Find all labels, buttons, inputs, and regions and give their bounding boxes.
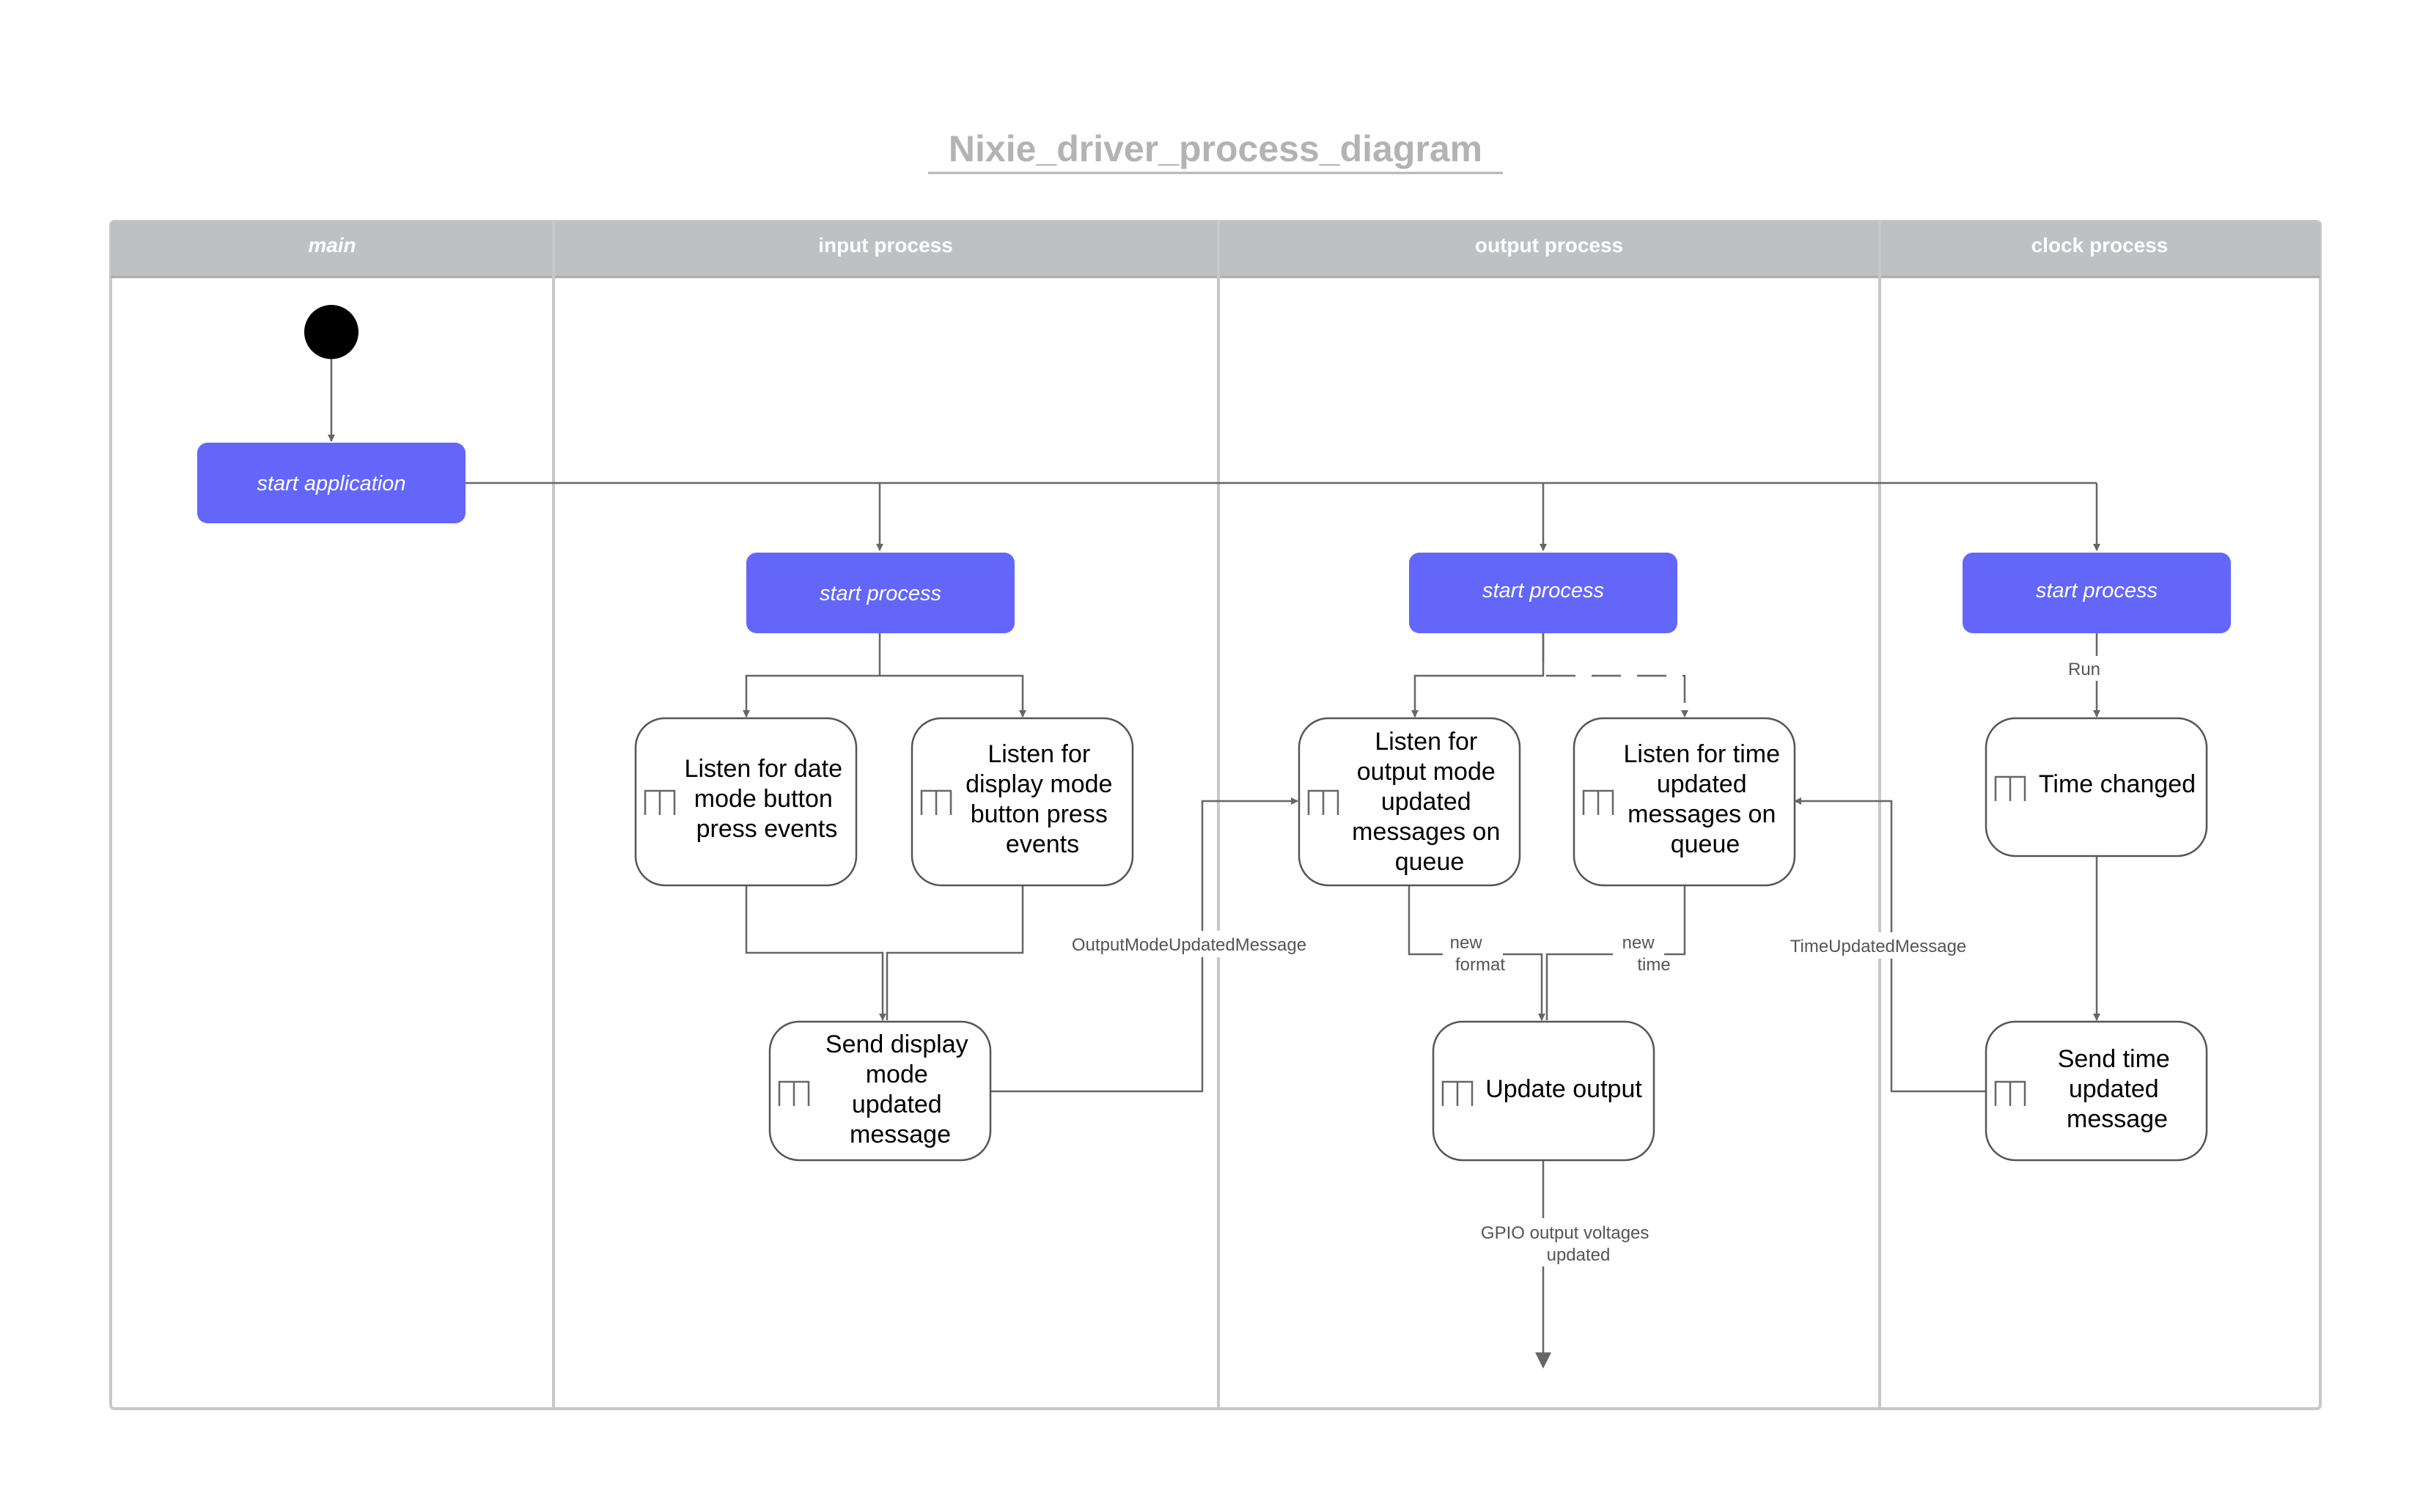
call-behavior-icon: [1994, 775, 2026, 801]
activity-label: Listen for time updated messages on queu…: [1624, 740, 1787, 858]
lane-label-output: output process: [1475, 234, 1623, 257]
activity-label: Listen for display mode button press eve…: [966, 740, 1119, 858]
diagram-title: Nixie_driver_process_diagram: [949, 128, 1482, 169]
call-behavior-icon: [1441, 1080, 1474, 1106]
activity-send-display-mode[interactable]: Send display mode updated message: [768, 1020, 992, 1162]
label-new-time: new time: [1622, 933, 1671, 975]
activity-label: Update output: [1485, 1075, 1642, 1103]
output-start-process-label: start process: [1482, 579, 1604, 602]
start-application-node[interactable]: start application: [197, 443, 466, 523]
activity-listen-display-mode[interactable]: Listen for display mode button press eve…: [911, 717, 1134, 887]
activity-label: Send display mode updated message: [825, 1030, 975, 1148]
call-behavior-icon: [920, 789, 952, 815]
edge-input-branch: [880, 674, 1026, 718]
activity-label: Listen for date mode button press events: [685, 755, 850, 843]
lane-label-main: main: [308, 234, 356, 257]
call-behavior-icon: [1307, 789, 1339, 815]
edges: [328, 359, 2100, 1369]
swimlane-pool: main input process output process clock …: [109, 220, 2322, 1410]
edge-labels: OutputModeUpdatedMessage new format new …: [1056, 656, 2104, 1266]
clock-start-process-node[interactable]: start process: [1963, 553, 2231, 633]
label-gpio-output: GPIO output voltages updated: [1481, 1223, 1654, 1265]
edge-input-branch: [743, 633, 881, 718]
activity-label: Time changed: [2039, 770, 2196, 798]
input-start-process-label: start process: [820, 582, 941, 605]
activity-listen-time-updated[interactable]: Listen for time updated messages on queu…: [1573, 717, 1796, 887]
call-behavior-icon: [1994, 1080, 2026, 1106]
initial-node: [304, 305, 358, 359]
activity-listen-date-mode[interactable]: Listen for date mode button press events: [634, 717, 858, 887]
call-behavior-icon: [644, 789, 676, 815]
call-behavior-icon: [778, 1080, 810, 1106]
label-output-mode-message: OutputModeUpdatedMessage: [1072, 935, 1306, 955]
start-application-label: start application: [257, 472, 405, 495]
lane-label-clock: clock process: [2031, 234, 2169, 257]
label-new-format: new format: [1450, 933, 1506, 975]
input-start-process-node[interactable]: start process: [746, 553, 1015, 633]
edge-merge-to-send-display: [886, 885, 1024, 1020]
edge-merge-to-send-display: [745, 885, 886, 1021]
output-start-process-node[interactable]: start process: [1409, 553, 1677, 633]
activity-label: Send time updated message: [2058, 1045, 2177, 1133]
clock-start-process-label: start process: [2036, 579, 2158, 602]
activity-send-time-updated[interactable]: Send time updated message: [1985, 1020, 2208, 1162]
activity-label: Listen for output mode updated messages …: [1352, 728, 1507, 876]
lane-label-input: input process: [818, 234, 953, 257]
activity-update-output[interactable]: Update output: [1432, 1020, 1655, 1162]
activity-time-changed[interactable]: Time changed: [1985, 717, 2208, 858]
label-run: Run: [2068, 660, 2100, 679]
call-behavior-icon: [1582, 789, 1614, 815]
lane-header-bar: [111, 221, 2320, 277]
activity-listen-output-mode[interactable]: Listen for output mode updated messages …: [1298, 717, 1521, 887]
edge-output-branch-dashed: [1542, 633, 1688, 718]
label-time-updated-message: TimeUpdatedMessage: [1790, 937, 1967, 956]
